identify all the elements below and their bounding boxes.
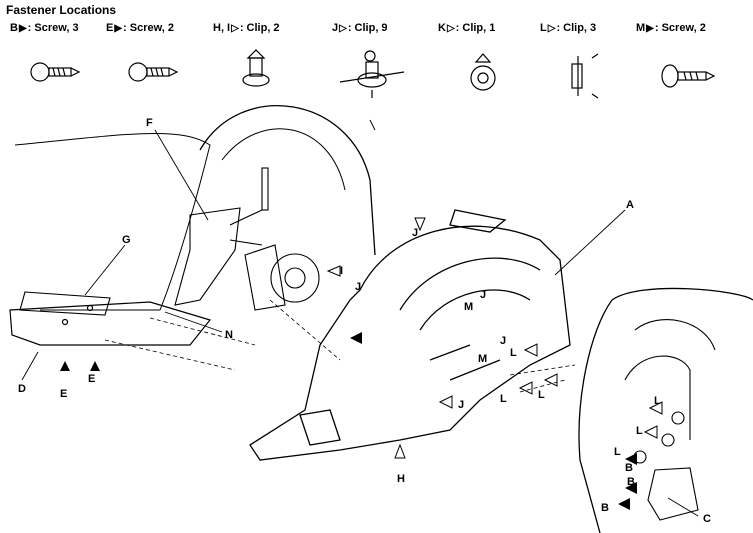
round-clip-icon [470, 53, 496, 91]
callout-l-inset-top: L [654, 395, 661, 407]
wheel-arch-inner [221, 128, 346, 191]
fender-liner-a [249, 209, 571, 461]
callout-b-low: B [601, 502, 609, 514]
mud-guard-c [647, 467, 699, 521]
callout-l-inset-low: L [614, 446, 621, 458]
legend-item-k: K▷: Clip, 1 [438, 22, 496, 34]
callout-j-cluster: J [480, 289, 487, 301]
callout-a: A [626, 199, 634, 211]
clip-side-view-icon [571, 53, 599, 99]
callout-d: D [18, 383, 26, 395]
callout-l-bottom: L [500, 393, 507, 405]
callout-i: I [340, 265, 344, 277]
detail-inset-arc [578, 287, 753, 533]
callout-j-bottom: J [458, 399, 465, 411]
callout-b-top: B [625, 462, 633, 474]
legend-item-l: L▷: Clip, 3 [540, 22, 597, 34]
callout-l-right: L [538, 389, 545, 401]
legend-item-m: M▶: Screw, 2 [636, 22, 706, 34]
callout-c: C [703, 513, 711, 525]
callout-f: F [146, 117, 153, 129]
callout-g: G [122, 234, 131, 246]
body-outline [14, 132, 211, 311]
callout-h: H [397, 473, 405, 485]
pan-screw-icon [661, 64, 716, 88]
screw-icon [128, 62, 179, 82]
callout-l-liner: L [510, 347, 517, 359]
push-clip-assembly-icon [339, 50, 405, 98]
section-title: Fastener Locations [6, 3, 117, 17]
bumper-lower [9, 301, 212, 346]
legend-item-j: J▷: Clip, 9 [332, 22, 388, 34]
legend-item-e: E▶: Screw, 2 [106, 22, 174, 34]
push-clip-icon [242, 49, 270, 87]
brake-assembly [229, 167, 320, 311]
callout-j-left: J [355, 281, 362, 293]
legend-item-b: B▶: Screw, 3 [10, 22, 79, 34]
callout-e-left: E [60, 388, 68, 400]
callout-j-right: J [500, 335, 507, 347]
detail-inset-liner [624, 319, 716, 521]
callout-j-top: J [412, 227, 419, 239]
splash-shield-g [19, 291, 111, 316]
callout-m-upper: M [464, 301, 474, 313]
callout-n: N [225, 329, 233, 341]
bracket-f [174, 207, 241, 306]
legend-item-hi: H, I▷: Clip, 2 [213, 22, 280, 34]
callout-m-lower: M [478, 353, 488, 365]
callout-e-right: E [88, 373, 96, 385]
callout-l-inset-mid: L [636, 425, 643, 437]
wheel-arch-outline [199, 105, 376, 256]
screw-icon [30, 62, 81, 82]
callout-b-mid: B [627, 476, 635, 488]
